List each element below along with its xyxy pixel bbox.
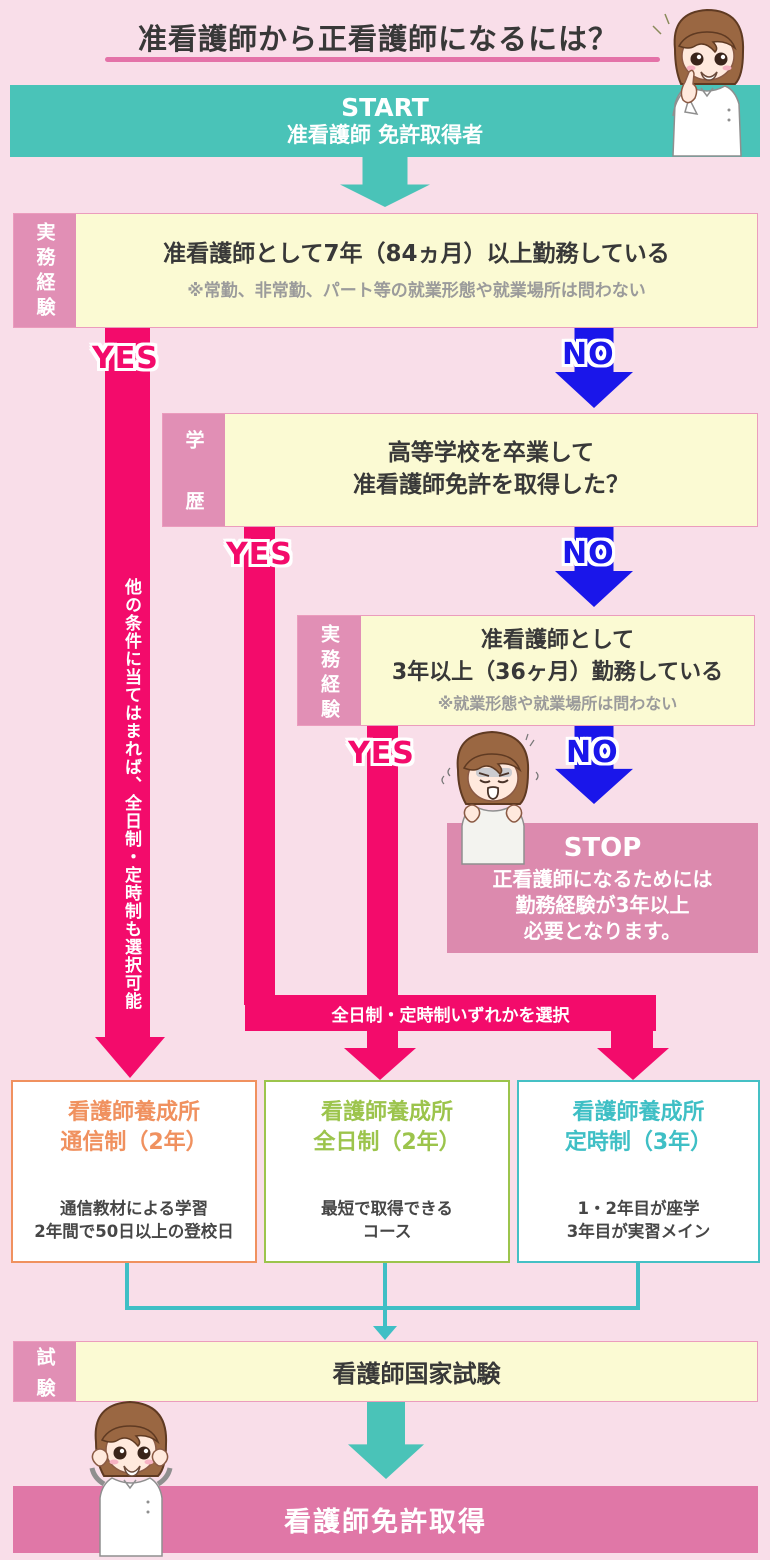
stop-line3: 必要となります。 [523,918,682,943]
school-desc-line2: 2年間で50日以上の登校日 [34,1221,234,1241]
exam-box: 試験 看護師国家試験 [13,1341,758,1409]
yes-arrow-3-bar [367,726,398,1048]
school-desc-line2: コース [362,1221,412,1241]
no-label-1: NO [562,337,615,372]
connector-arrow-head [373,1326,397,1340]
arrow-start-down [340,157,430,207]
connector-line-left [125,1263,129,1308]
exam-label: 看護師国家試験 [332,1360,501,1388]
arrow-exam-to-goal [348,1402,424,1479]
question-note: ※常勤、非常勤、パート等の就業形態や就業場所は問わない [187,281,646,302]
school-title-line1: 看護師養成所 [67,1100,200,1125]
yes-label-2: YES [226,537,293,572]
yes-label-1: YES [92,341,159,376]
category-strip-experience-2: 実務経験 [298,616,361,725]
start-label: START [341,92,429,122]
school-title-line2: 通信制（2年） [60,1129,208,1155]
nurse-crying-illustration [440,728,545,866]
start-banner: START 准看護師 免許取得者 [10,85,760,157]
title-underline [105,57,660,62]
question-text-line1: 准看護師として [480,627,635,653]
school-desc-line1: 最短で取得できる [321,1198,453,1218]
stop-line2: 勤務経験が3年以上 [515,892,690,917]
question-box-experience-3years: 実務経験 准看護師として 3年以上（36ヶ月）勤務している ※就業形態や就業場所… [297,615,755,726]
yes-arrow-1-bar [105,328,150,1037]
school-desc-line1: 通信教材による学習 [59,1198,208,1218]
school-desc-line2: 3年目が実習メイン [566,1221,711,1241]
no-label-3: NO [566,735,619,770]
question-box-experience-7years: 実務経験 准看護師として7年（84ヵ月）以上勤務している ※常勤、非常勤、パート… [13,213,758,328]
question-note: ※就業形態や就業場所は問わない [437,694,678,714]
no-label-2: NO [562,536,615,571]
school-title-line1: 看護師養成所 [572,1100,705,1125]
category-strip-experience: 実務経験 [14,214,76,327]
left-arrow-note: 他の条件に当てはまれば、全日制・定時制も選択可能 [121,578,141,1010]
yes-arrow-2-bar [244,527,275,1005]
category-label: 実務経験 [318,624,340,724]
start-sublabel: 准看護師 免許取得者 [286,123,484,148]
question-box-education: 学歴 高等学校を卒業して 准看護師免許を取得した？ [162,413,758,552]
category-label: 学歴 [182,430,205,552]
stop-line1: 正看護師になるためには [492,866,713,891]
connector-line-horizontal [125,1306,640,1310]
connector-line-right [636,1263,640,1308]
school-title-line2: 全日制（2年） [313,1129,461,1155]
select-right-arrow-head [597,1048,669,1080]
school-desc-line1: 1・2年目が座学 [577,1198,700,1218]
school-title-line2: 定時制（3年） [564,1129,713,1155]
category-label: 実務経験 [33,222,56,322]
school-title-line1: 看護師養成所 [320,1100,453,1125]
school-box-parttime: 看護師養成所 定時制（3年） 1・2年目が座学 3年目が実習メイン [517,1080,760,1263]
yes-label-3: YES [348,736,415,771]
stop-title: STOP [563,833,642,864]
question-text-line2: 准看護師免許を取得した？ [353,472,629,498]
school-box-correspondence: 看護師養成所 通信制（2年） 通信教材による学習 2年間で50日以上の登校日 [11,1080,257,1263]
select-bar: 全日制・定時制いずれかを選択 [245,995,656,1031]
question-text-line2: 3年以上（36ヶ月）勤務している [391,659,724,685]
nurse-pointing-illustration [645,4,767,162]
connector-line-middle [383,1263,387,1326]
yes-arrow-1-head [95,1037,165,1078]
select-bar-label: 全日制・定時制いずれかを選択 [331,1005,570,1026]
nurse-cheering-illustration [82,1398,177,1558]
category-label: 試験 [33,1347,56,1409]
category-strip-education: 学歴 [163,414,225,552]
page-title: 准看護師から正看護師になるには？ [137,22,618,56]
question-text-line1: 高等学校を卒業して [387,440,595,467]
category-strip-exam: 試験 [14,1342,76,1409]
question-text: 准看護師として7年（84ヵ月）以上勤務している [163,240,670,267]
select-right-arrow-bar [611,1030,653,1048]
yes-arrow-3-head [344,1048,416,1080]
school-box-fulltime: 看護師養成所 全日制（2年） 最短で取得できる コース [264,1080,510,1263]
goal-label: 看護師免許取得 [284,1507,487,1538]
